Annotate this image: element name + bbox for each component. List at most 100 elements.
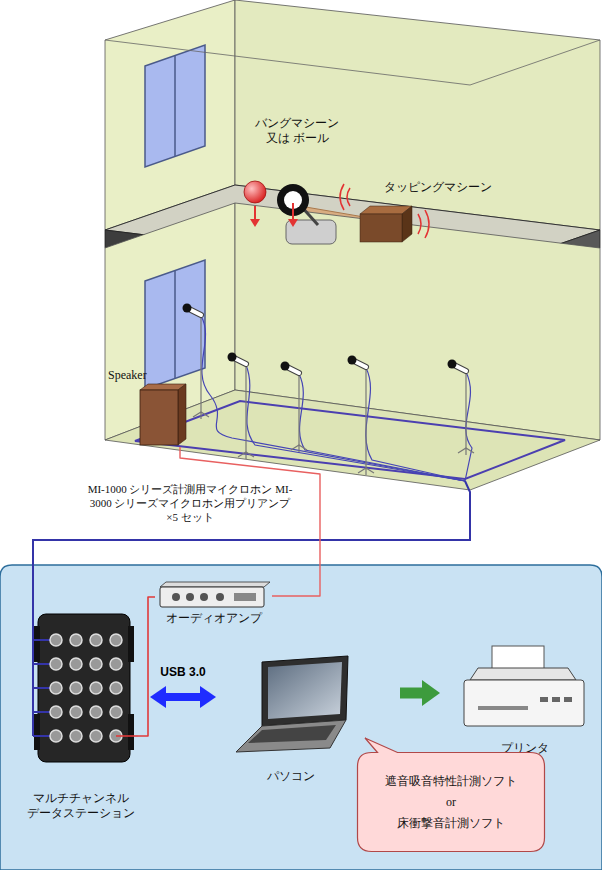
data-station-body	[38, 614, 130, 762]
data-station-bumper	[128, 714, 134, 750]
input-port	[50, 730, 62, 742]
mic-stand	[458, 448, 474, 455]
impact-ball	[244, 181, 266, 203]
printer-body	[470, 668, 576, 680]
window	[145, 45, 205, 167]
machine-label: タッピングマシーン	[384, 180, 492, 195]
input-ports	[50, 634, 122, 742]
building-edge	[105, 40, 600, 85]
data-station-bumper	[34, 626, 40, 662]
input-port	[90, 682, 102, 694]
window-frame	[174, 56, 176, 157]
amp-knob	[216, 593, 224, 601]
mic-stand	[358, 468, 374, 475]
microphone	[281, 362, 290, 371]
laptop-screen	[268, 662, 342, 719]
laptop-keyboard	[248, 725, 336, 743]
laptop-screen	[262, 656, 348, 726]
mic-cable	[246, 365, 465, 481]
machine-label: バングマシーン 又は ボール	[255, 116, 339, 146]
printer-button	[540, 697, 548, 702]
input-port	[70, 706, 82, 718]
equipment-panel	[0, 565, 602, 870]
node-label: or	[446, 795, 456, 810]
amp-knob	[172, 593, 180, 601]
mic-cable	[366, 368, 465, 481]
drop-arrow	[250, 219, 260, 227]
bang-machine-body	[286, 220, 336, 244]
sound-wave	[418, 214, 421, 234]
input-port	[90, 706, 102, 718]
printer-button	[564, 697, 572, 702]
window	[145, 260, 205, 389]
input-port	[50, 682, 62, 694]
amp-knob	[200, 593, 208, 601]
output-cable	[116, 735, 138, 737]
input-port	[50, 658, 62, 670]
printer-slot	[478, 706, 528, 710]
sound-wave	[425, 210, 429, 238]
input-port	[110, 634, 122, 646]
speaker-box	[140, 390, 178, 445]
input-port	[90, 658, 102, 670]
upper-back-wall	[235, 0, 600, 230]
laptop: パソコン	[228, 652, 354, 786]
carpet-outline	[135, 401, 565, 479]
microphone	[228, 353, 237, 362]
audio-amp-body	[160, 587, 264, 607]
amp-knob	[186, 593, 194, 601]
mic-stand	[465, 371, 466, 448]
node-label: 床衝撃音計測ソフト	[397, 816, 505, 831]
amp-display	[234, 593, 256, 601]
edge-label: USB 3.0	[160, 665, 205, 680]
input-port	[90, 730, 102, 742]
laptop-base	[236, 720, 346, 752]
node-label: マルチチャンネル データステーション	[27, 791, 135, 821]
data-station: マルチチャンネル データステーション	[24, 612, 138, 823]
mic-stand	[365, 367, 366, 468]
signal-cable	[138, 597, 155, 736]
input-port	[90, 634, 102, 646]
input-port	[50, 706, 62, 718]
printer-body	[464, 680, 584, 726]
input-port	[110, 682, 122, 694]
software-callout: 遮音吸音特性計測ソフトor床衝撃音計測ソフト	[357, 752, 545, 852]
window-frame	[174, 271, 176, 379]
mic-stand	[291, 445, 307, 452]
mic-stand	[238, 452, 254, 459]
tapping-machine	[402, 206, 412, 242]
output-arrow	[400, 688, 422, 699]
drop-arrow	[288, 219, 298, 227]
input-port	[50, 634, 62, 646]
speaker-node: Speaker	[106, 366, 188, 447]
usb-arrow	[166, 693, 200, 701]
input-port	[110, 658, 122, 670]
sound-wave	[340, 184, 344, 210]
mic-cable	[33, 640, 50, 736]
callout-bubble	[358, 738, 545, 852]
microphone	[448, 360, 457, 369]
input-port	[110, 706, 122, 718]
mic-stand	[298, 373, 299, 445]
node-label: パソコン	[267, 769, 315, 784]
data-station-bumper	[128, 626, 134, 662]
mic-stand	[245, 364, 246, 452]
microphone-label: MI-1000 シリーズ計測用マイクロホン MI-3000 シリーズマイクロホン…	[87, 482, 293, 524]
sound-wave	[347, 188, 350, 206]
drop-arrow	[292, 203, 294, 220]
node-label: Speaker	[108, 368, 147, 383]
drop-arrow	[254, 206, 256, 220]
printer: プリンタ	[460, 642, 590, 758]
printer-paper	[492, 646, 544, 670]
microphone	[183, 304, 192, 313]
audio-amp-body	[160, 582, 270, 587]
printer-button	[552, 697, 560, 702]
data-station-bumper	[34, 714, 40, 750]
mic-stand	[200, 315, 201, 412]
node-label: オーディオアンプ	[166, 611, 262, 626]
input-port	[70, 730, 82, 742]
input-port	[70, 682, 82, 694]
mic-stand	[193, 412, 209, 419]
